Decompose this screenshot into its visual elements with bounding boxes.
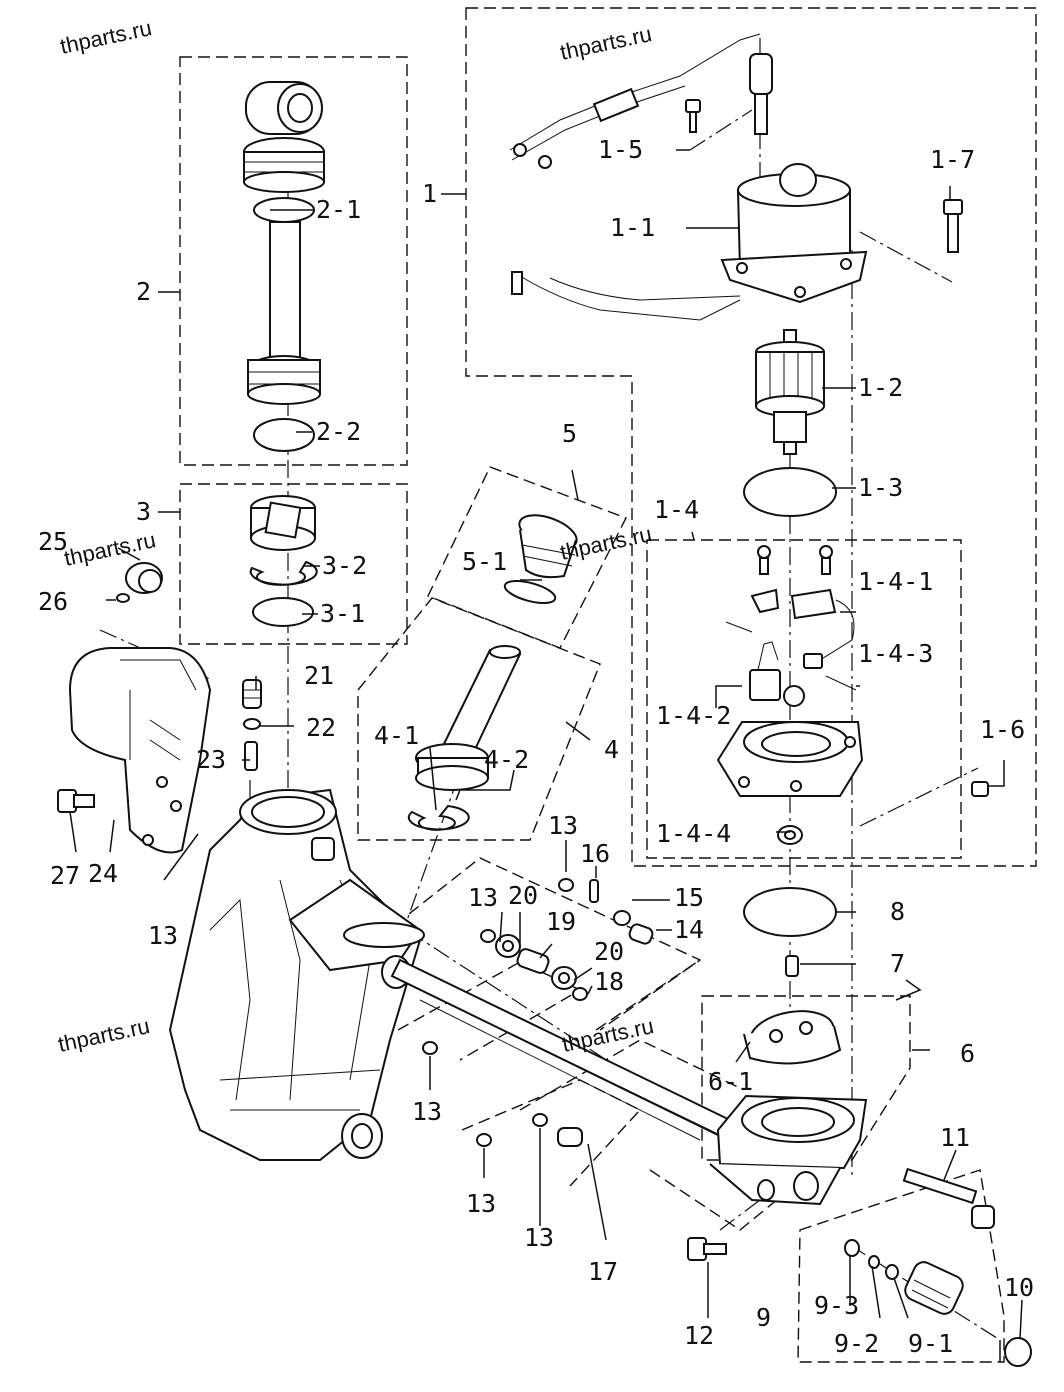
callout-4-1: 4-1 [374, 721, 419, 750]
group-box-1 [465, 7, 1037, 867]
callout-4: 4 [604, 735, 619, 764]
callout-labels: 1 1-1 1-2 1-3 1-4 1-4-1 1-4-2 1-4-3 1-4-… [38, 135, 1034, 1358]
callout-2-1: 2-1 [316, 195, 361, 224]
callout-1-5: 1-5 [598, 135, 643, 164]
leader-lines [69, 149, 1023, 1362]
watermark: thparts.ru [558, 21, 654, 65]
callout-20: 20 [508, 881, 538, 910]
callout-13: 13 [412, 1097, 442, 1126]
watermark: thparts.ru [56, 1013, 152, 1057]
callout-1-6: 1-6 [980, 715, 1025, 744]
callout-1-4-1: 1-4-1 [858, 567, 933, 596]
callout-1-7: 1-7 [930, 145, 975, 174]
callout-1: 1 [422, 179, 437, 208]
group-box-2 [179, 56, 408, 466]
callout-26: 26 [38, 587, 68, 616]
callout-1-4-2: 1-4-2 [656, 701, 731, 730]
callout-18: 18 [594, 967, 624, 996]
valve-small-parts [242, 679, 262, 771]
group-box-6 [701, 995, 911, 1161]
callout-7: 7 [890, 949, 905, 978]
cap-seal-part [249, 495, 318, 627]
callout-21: 21 [304, 661, 334, 690]
callout-16: 16 [580, 839, 610, 868]
callout-19: 19 [546, 907, 576, 936]
group-box-9 [797, 1169, 1005, 1363]
valve-and-bolt-parts [687, 1167, 1032, 1367]
callout-9: 9 [756, 1303, 771, 1332]
callout-5: 5 [562, 419, 577, 448]
callout-12: 12 [684, 1321, 714, 1350]
callout-1-4-3: 1-4-3 [858, 639, 933, 668]
small-fittings [422, 878, 654, 1147]
callout-20: 20 [594, 937, 624, 966]
watermark: thparts.ru [560, 1013, 656, 1057]
callout-2-2: 2-2 [316, 417, 361, 446]
plug-part [503, 514, 578, 604]
callout-1-2: 1-2 [858, 373, 903, 402]
callout-2: 2 [136, 277, 151, 306]
callout-3-2: 3-2 [322, 551, 367, 580]
watermark: thparts.ru [58, 15, 154, 59]
callout-14: 14 [674, 915, 704, 944]
callout-4-2: 4-2 [484, 745, 529, 774]
callout-25: 25 [38, 527, 68, 556]
callout-9-3: 9-3 [814, 1291, 859, 1320]
group-boxes [179, 7, 1037, 1363]
pump-part [709, 1010, 868, 1206]
callout-17: 17 [588, 1257, 618, 1286]
bracket-part [57, 562, 212, 854]
callout-24: 24 [88, 859, 118, 888]
callout-1-4: 1-4 [654, 495, 699, 524]
callout-3: 3 [136, 497, 151, 526]
callout-11: 11 [940, 1123, 970, 1152]
callout-23: 23 [196, 745, 226, 774]
callout-15: 15 [674, 883, 704, 912]
callout-6: 6 [960, 1039, 975, 1068]
brush-holder-part [716, 545, 989, 845]
callout-1-1: 1-1 [610, 213, 655, 242]
main-housing-part [168, 788, 425, 1161]
callout-13: 13 [466, 1189, 496, 1218]
piston-part [407, 645, 522, 831]
group-box-1-4 [646, 539, 962, 859]
callout-8: 8 [890, 897, 905, 926]
motor-part [509, 33, 963, 321]
seal-and-filter-parts [743, 887, 837, 977]
callout-9-1: 9-1 [908, 1329, 953, 1358]
callout-27: 27 [50, 861, 80, 890]
group-box-3 [179, 483, 408, 645]
callout-6-1: 6-1 [708, 1067, 753, 1096]
callout-13: 13 [548, 811, 578, 840]
callout-13: 13 [524, 1223, 554, 1252]
callout-1-4-4: 1-4-4 [656, 819, 731, 848]
callout-22: 22 [306, 713, 336, 742]
armature-part [743, 329, 837, 517]
callout-5-1: 5-1 [462, 547, 507, 576]
callout-9-2: 9-2 [834, 1329, 879, 1358]
cylinder-rod-part [243, 81, 325, 452]
callout-1-3: 1-3 [858, 473, 903, 502]
callout-10: 10 [1004, 1273, 1034, 1302]
callout-13: 13 [148, 921, 178, 950]
callout-13: 13 [468, 883, 498, 912]
group-box-4 [357, 597, 601, 841]
callout-3-1: 3-1 [320, 599, 365, 628]
